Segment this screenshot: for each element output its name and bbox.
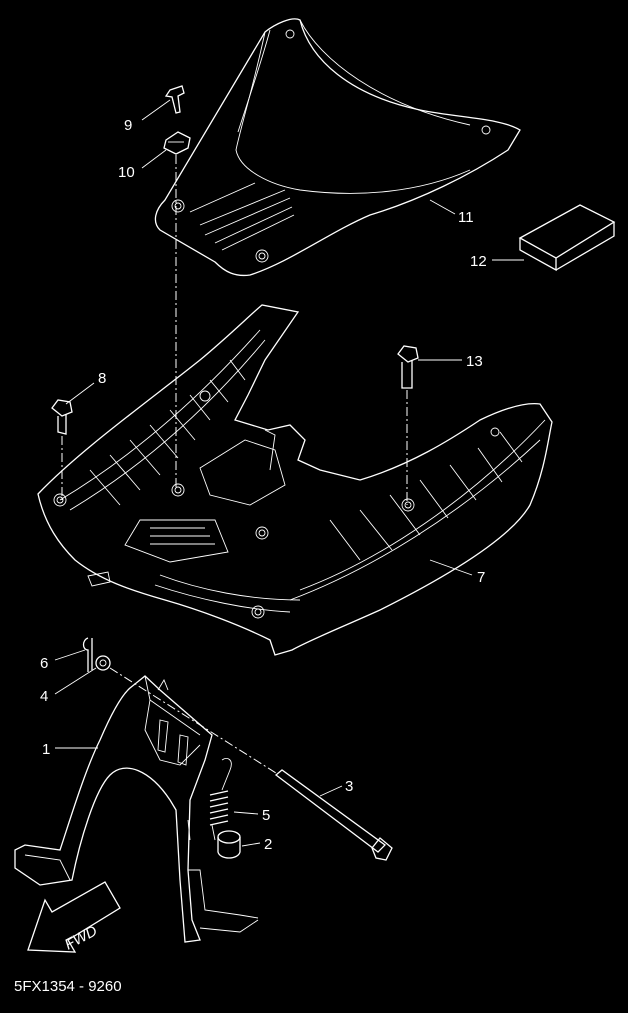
callout-10: 10	[118, 164, 135, 181]
callout-13: 13	[466, 353, 483, 370]
part-3-shaft	[274, 769, 393, 861]
callout-9: 9	[124, 117, 132, 134]
part-10-clip	[163, 131, 191, 155]
callout-5: 5	[262, 807, 270, 824]
part-4-washer	[95, 655, 111, 671]
part-6-pin	[82, 637, 93, 672]
fwd-arrow: FWD	[27, 881, 121, 954]
part-7-floorboard	[37, 304, 553, 656]
callout-2: 2	[264, 836, 272, 853]
callout-1: 1	[42, 741, 50, 758]
part-12-pad	[518, 204, 616, 272]
callout-4: 4	[40, 688, 48, 705]
callout-8: 8	[98, 370, 106, 387]
part-5-spring	[209, 758, 232, 841]
diagram-code: 5FX1354 - 9260	[14, 978, 122, 995]
callout-12: 12	[470, 253, 487, 270]
part-13-bolt	[397, 345, 419, 389]
alignment-lines	[61, 155, 408, 774]
fwd-arrow-label: FWD	[62, 922, 100, 953]
leader-lines	[54, 99, 524, 847]
part-1-main-stand	[14, 675, 259, 943]
part-2-collar	[217, 830, 241, 859]
callout-7: 7	[477, 569, 485, 586]
part-8-bolt	[51, 399, 73, 435]
part-11-upper-cover	[154, 18, 521, 277]
callout-11: 11	[458, 209, 474, 226]
callout-labels: 9 10 11 12 8 13 7 6 4 1 3 5 2	[40, 117, 487, 853]
callout-6: 6	[40, 655, 48, 672]
callout-3: 3	[345, 778, 353, 795]
part-9-screw	[164, 85, 185, 114]
